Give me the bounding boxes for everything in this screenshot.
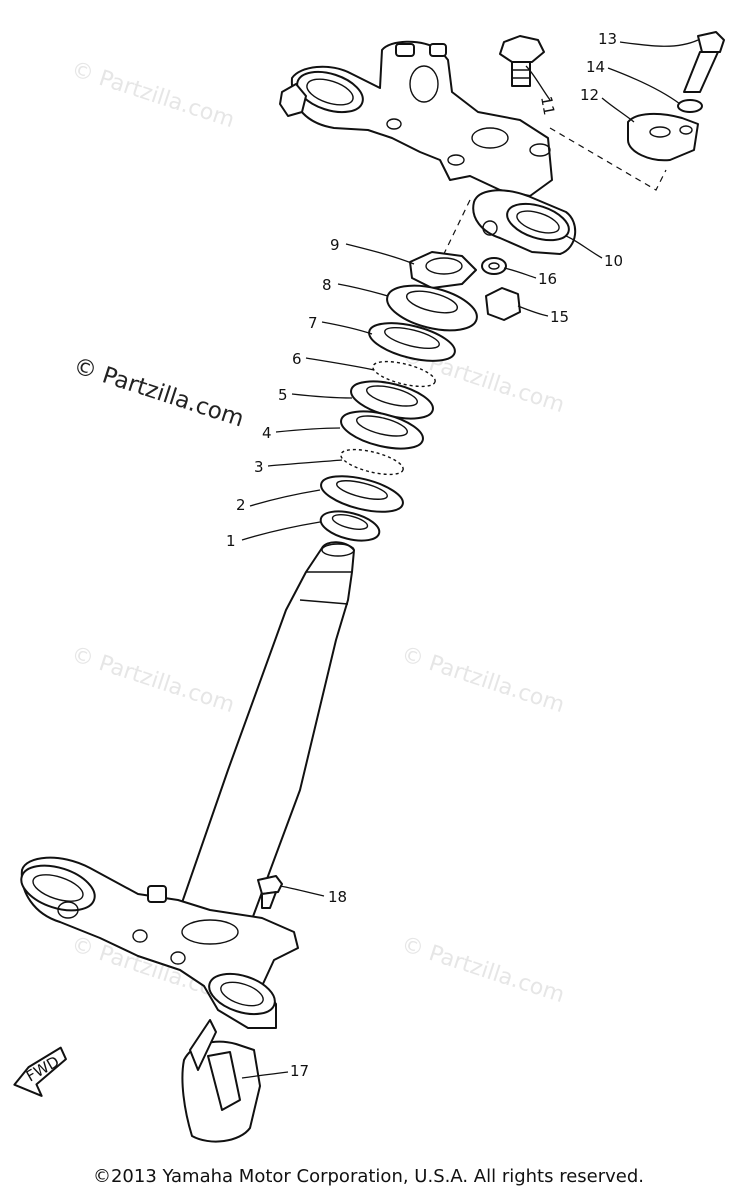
fwd-arrow: FWD — [13, 1046, 67, 1097]
callout-13: 13 — [598, 30, 617, 48]
lower-bracket — [20, 856, 299, 1029]
clamp-12 — [627, 112, 699, 162]
callout-5: 5 — [278, 386, 288, 404]
callout-12: 12 — [580, 86, 599, 104]
callout-2: 2 — [236, 496, 246, 514]
cover-17 — [181, 1019, 261, 1143]
callout-16: 16 — [538, 270, 557, 288]
callout-10: 10 — [604, 252, 623, 270]
callout-4: 4 — [262, 424, 272, 442]
callout-8: 8 — [322, 276, 332, 294]
callout-6: 6 — [292, 350, 302, 368]
copyright-footer: ©2013 Yamaha Motor Corporation, U.S.A. A… — [92, 1166, 645, 1187]
watermark: © Partzilla.com — [398, 932, 567, 1008]
nut-9 — [409, 251, 477, 289]
leader-lines — [241, 39, 699, 1079]
callout-9: 9 — [330, 236, 340, 254]
screw-18 — [257, 875, 283, 909]
upper-bracket — [279, 40, 576, 255]
callout-18: 18 — [328, 888, 347, 906]
watermark: © Partzilla.com — [68, 57, 237, 133]
bearing-stack — [319, 284, 478, 542]
callout-1: 1 — [226, 532, 236, 550]
steering-stem — [175, 541, 355, 931]
bolt-13 — [683, 31, 725, 93]
callout-3: 3 — [254, 458, 264, 476]
exploded-parts-diagram: © Partzilla.com © Partzilla.com © Partzi… — [13, 30, 725, 1143]
callout-11: 11 — [537, 95, 558, 117]
watermark-main: © Partzilla.com — [70, 353, 247, 433]
washer-14 — [677, 99, 703, 113]
callout-17: 17 — [290, 1062, 309, 1080]
washer-16 — [481, 257, 507, 275]
assembly-dashed-line — [549, 127, 667, 191]
bolt-15 — [485, 287, 521, 321]
callout-7: 7 — [308, 314, 318, 332]
callout-labels: 1 2 3 4 5 6 7 8 9 10 11 12 13 14 15 16 1… — [226, 30, 623, 1080]
watermark: © Partzilla.com — [398, 642, 567, 718]
assembly-dashed-line — [439, 199, 471, 263]
callout-15: 15 — [550, 308, 569, 326]
callout-14: 14 — [586, 58, 605, 76]
bolt-11 — [499, 35, 545, 87]
watermark: © Partzilla.com — [68, 642, 237, 718]
